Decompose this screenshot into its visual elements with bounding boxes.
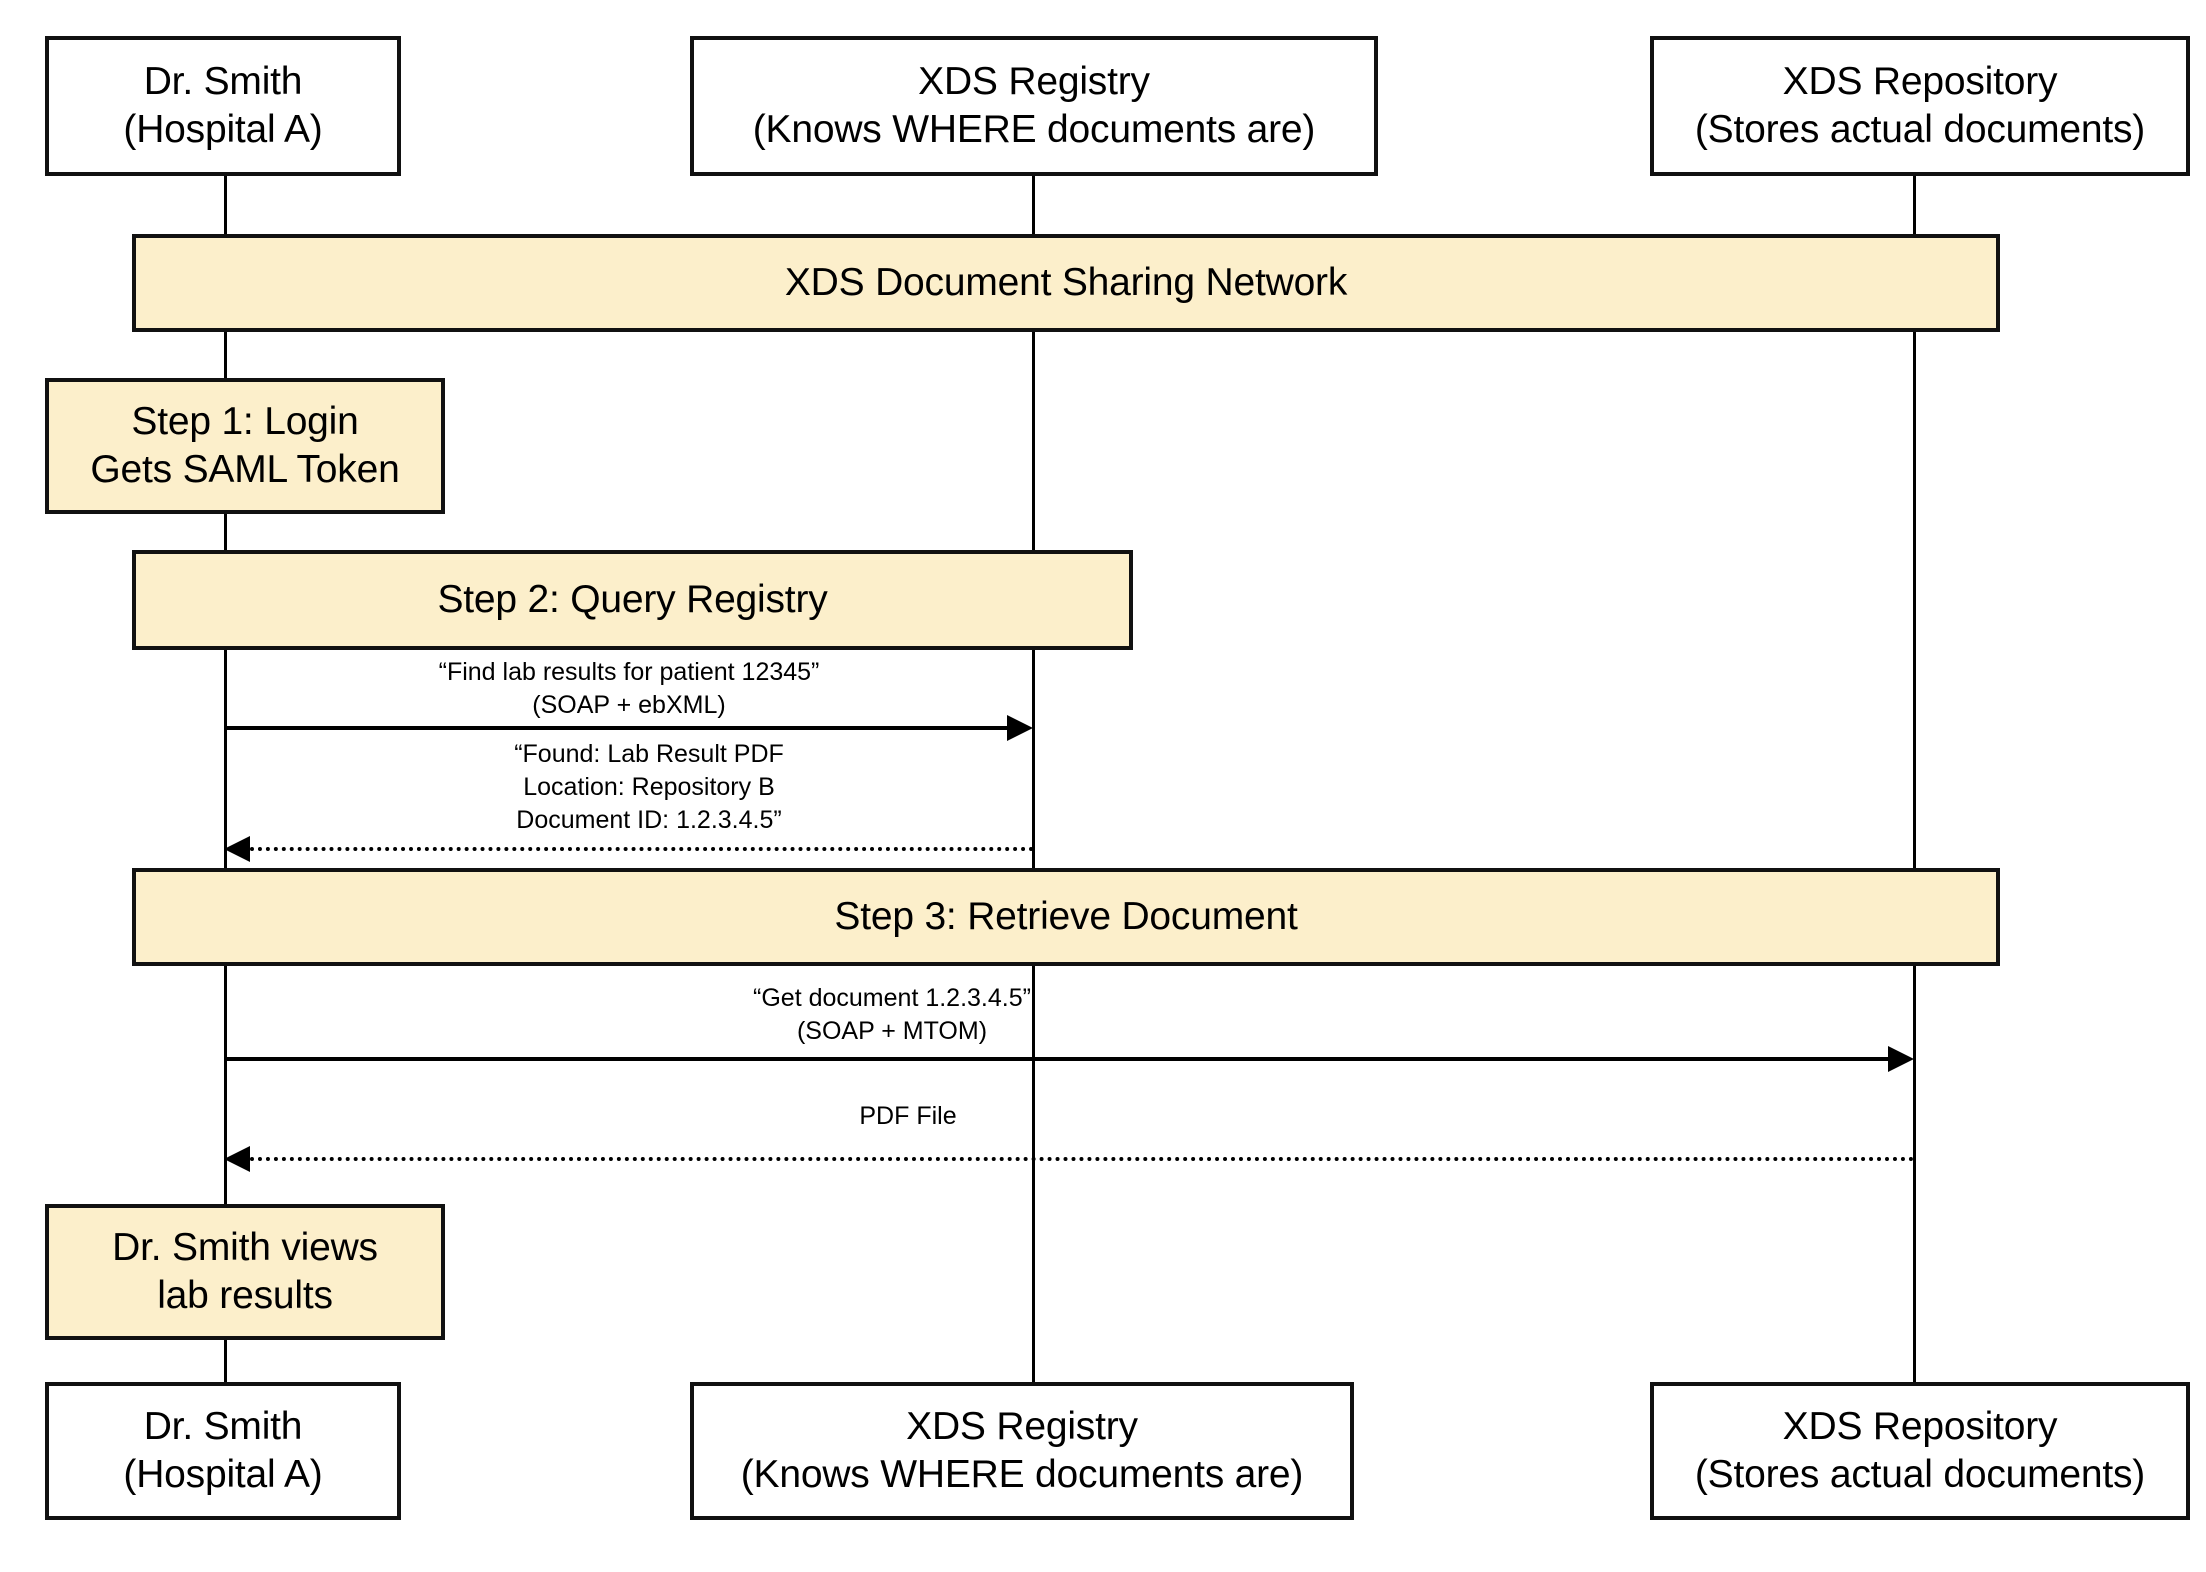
arrowhead-left-icon xyxy=(224,836,250,862)
lifeline-registry xyxy=(1032,175,1035,1382)
participant-subtitle: (Hospital A) xyxy=(123,1453,323,1496)
banner-label: XDS Document Sharing Network xyxy=(784,261,1348,305)
participant-subtitle: (Hospital A) xyxy=(123,108,323,151)
lifeline-doctor xyxy=(224,175,227,1382)
message-arrow-retrieve-response xyxy=(250,1157,1915,1161)
banner-xds-network[interactable]: XDS Document Sharing Network xyxy=(132,234,2000,332)
message-arrow-retrieve-request xyxy=(225,1057,1888,1061)
note-line-2: Gets SAML Token xyxy=(90,448,400,491)
lifeline-repository xyxy=(1913,175,1916,1382)
participant-subtitle: (Knows WHERE documents are) xyxy=(752,108,1316,151)
note-line-1: Step 2: Query Registry xyxy=(437,578,828,622)
participant-title: XDS Repository xyxy=(1782,1405,2058,1449)
banner-step3-retrieve-document[interactable]: Step 3: Retrieve Document xyxy=(132,868,2000,966)
participant-header-repository[interactable]: XDS Repository (Stores actual documents) xyxy=(1650,36,2190,176)
participant-header-registry[interactable]: XDS Registry (Knows WHERE documents are) xyxy=(690,36,1378,176)
note-doctor-views-results[interactable]: Dr. Smith views lab results xyxy=(45,1204,445,1340)
message-label-query-response: “Found: Lab Result PDF Location: Reposit… xyxy=(514,738,784,837)
message-label-retrieve-request: “Get document 1.2.3.4.5” (SOAP + MTOM) xyxy=(753,982,1031,1048)
message-label-line-2: Location: Repository B xyxy=(523,773,775,801)
note-line-2: lab results xyxy=(157,1274,333,1317)
participant-subtitle: (Stores actual documents) xyxy=(1694,108,2146,151)
participant-footer-repository[interactable]: XDS Repository (Stores actual documents) xyxy=(1650,1382,2190,1520)
message-label-line-1: “Find lab results for patient 12345” xyxy=(438,658,820,686)
participant-subtitle: (Stores actual documents) xyxy=(1694,1453,2146,1496)
participant-footer-registry[interactable]: XDS Registry (Knows WHERE documents are) xyxy=(690,1382,1354,1520)
banner-label: Step 3: Retrieve Document xyxy=(834,895,1298,939)
participant-title: XDS Repository xyxy=(1782,60,2058,104)
participant-header-doctor[interactable]: Dr. Smith (Hospital A) xyxy=(45,36,401,176)
message-arrow-query-request xyxy=(225,726,1007,730)
participant-title: Dr. Smith xyxy=(143,60,303,104)
participant-title: Dr. Smith xyxy=(143,1405,303,1449)
note-step1-login[interactable]: Step 1: Login Gets SAML Token xyxy=(45,378,445,514)
note-line-1: Dr. Smith views xyxy=(112,1226,378,1270)
message-label-line-2: (SOAP + ebXML) xyxy=(532,691,726,719)
message-label-query-request: “Find lab results for patient 12345” (SO… xyxy=(439,656,820,722)
participant-subtitle: (Knows WHERE documents are) xyxy=(740,1453,1304,1496)
participant-title: XDS Registry xyxy=(918,60,1150,104)
message-label-line-1: “Found: Lab Result PDF xyxy=(514,740,784,768)
arrowhead-right-icon xyxy=(1007,715,1033,741)
participant-title: XDS Registry xyxy=(906,1405,1138,1449)
note-line-1: Step 1: Login xyxy=(131,400,359,444)
note-step2-query-registry[interactable]: Step 2: Query Registry xyxy=(132,550,1133,650)
message-arrow-query-response xyxy=(250,847,1034,851)
message-label-line-3: Document ID: 1.2.3.4.5” xyxy=(516,806,782,834)
message-label-line-1: “Get document 1.2.3.4.5” xyxy=(753,984,1031,1012)
message-label-line-1: PDF File xyxy=(859,1102,957,1130)
arrowhead-right-icon xyxy=(1888,1046,1914,1072)
message-label-line-2: (SOAP + MTOM) xyxy=(796,1017,988,1045)
arrowhead-left-icon xyxy=(224,1146,250,1172)
message-label-retrieve-response: PDF File xyxy=(859,1100,956,1133)
participant-footer-doctor[interactable]: Dr. Smith (Hospital A) xyxy=(45,1382,401,1520)
